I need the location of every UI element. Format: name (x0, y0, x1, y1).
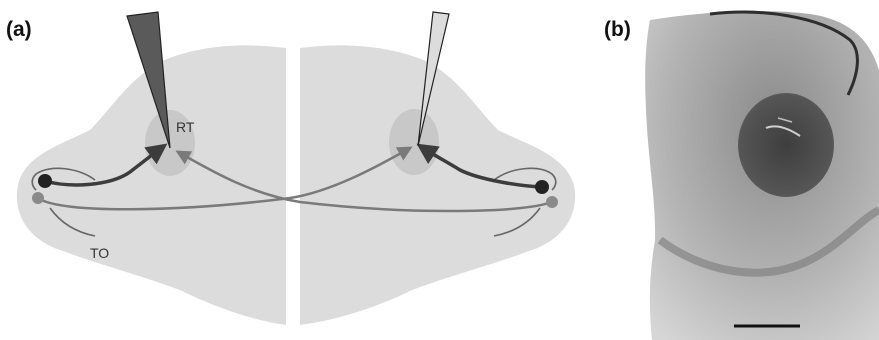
histology-micrograph (645, 11, 879, 340)
stained-nucleus (738, 93, 834, 197)
brain-diagram: RT TO (17, 12, 575, 329)
midline (286, 44, 300, 329)
rt-label: RT (176, 119, 195, 135)
neuron-dark-left (38, 174, 52, 188)
rt-region-right (389, 109, 439, 175)
neuron-dark-right (535, 180, 549, 194)
neuron-light-left (32, 192, 44, 204)
to-label: TO (90, 245, 109, 261)
neuron-light-right (546, 196, 558, 208)
